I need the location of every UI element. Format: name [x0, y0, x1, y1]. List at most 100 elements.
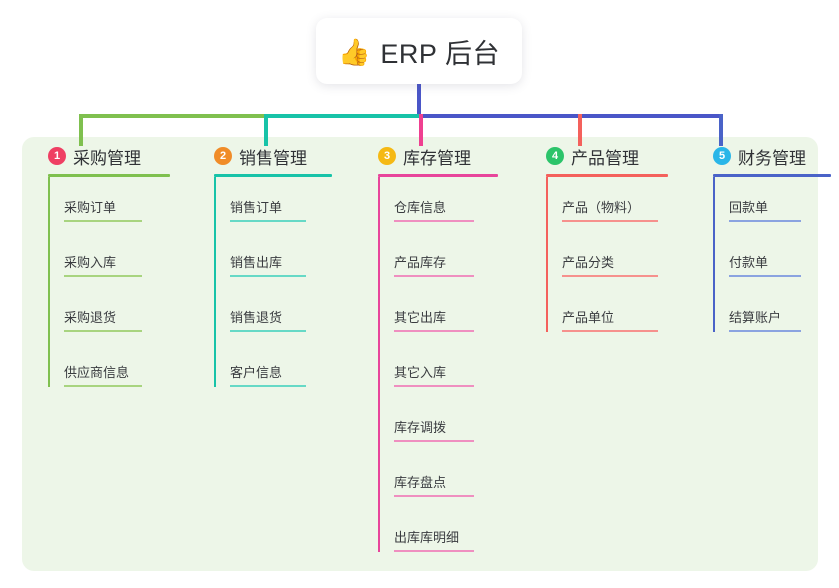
leaf-item[interactable]: 采购退货: [48, 287, 185, 342]
leaf-item-label: 采购入库: [64, 255, 117, 270]
branch-spine: [48, 177, 50, 387]
leaf-item-rule: [394, 495, 474, 497]
leaf-item-label: 销售订单: [230, 200, 283, 215]
branch-header-rule: [48, 174, 170, 177]
leaf-item-rule: [394, 440, 474, 442]
leaf-item-rule: [729, 220, 801, 222]
leaf-item[interactable]: 结算账户: [713, 287, 835, 342]
leaf-item-rule: [64, 220, 142, 222]
branch-title: 财务管理: [738, 148, 806, 168]
leaf-item[interactable]: 销售退货: [214, 287, 351, 342]
leaf-item[interactable]: 供应商信息: [48, 342, 185, 397]
branch-leaf-list: 销售订单销售出库销售退货客户信息: [196, 177, 351, 397]
branch-spine: [214, 177, 216, 387]
leaf-item[interactable]: 销售出库: [214, 232, 351, 287]
drop-connector-3: [419, 114, 423, 146]
branch-number-badge: 2: [214, 147, 232, 165]
branch-title: 产品管理: [571, 148, 639, 168]
leaf-item-rule: [230, 275, 306, 277]
leaf-item[interactable]: 采购入库: [48, 232, 185, 287]
branch-column-4: 4 产品管理产品（物料） 产品分类产品单位: [528, 143, 688, 342]
root-node[interactable]: 👍 ERP 后台: [316, 18, 522, 84]
leaf-item[interactable]: 产品库存: [378, 232, 520, 287]
branch-header-rule: [214, 174, 332, 177]
branch-number-badge: 4: [546, 147, 564, 165]
leaf-item-label: 销售出库: [230, 255, 283, 270]
leaf-item-rule: [394, 385, 474, 387]
leaf-item[interactable]: 付款单: [713, 232, 835, 287]
leaf-item-label: 库存调拨: [394, 420, 447, 435]
leaf-item-label: 出库库明细: [394, 530, 460, 545]
branch-spine: [378, 177, 380, 552]
branch-leaf-list: 仓库信息产品库存其它出库其它入库库存调拨库存盘点出库库明细: [360, 177, 520, 562]
root-node-title: ERP 后台: [380, 38, 500, 69]
drop-connector-5: [719, 114, 723, 146]
leaf-item[interactable]: 销售订单: [214, 177, 351, 232]
branch-header-2[interactable]: 2 销售管理: [196, 143, 351, 169]
leaf-item-label: 结算账户: [729, 310, 782, 325]
leaf-item[interactable]: 库存盘点: [378, 452, 520, 507]
leaf-item-label: 付款单: [729, 255, 769, 270]
leaf-item-label: 客户信息: [230, 365, 283, 380]
leaf-item-label: 产品单位: [562, 310, 615, 325]
leaf-item-rule: [562, 330, 658, 332]
leaf-item-rule: [562, 275, 658, 277]
branch-panel: [22, 137, 818, 571]
branch-spine: [713, 177, 715, 332]
leaf-item-label: 其它出库: [394, 310, 447, 325]
leaf-item[interactable]: 回款单: [713, 177, 835, 232]
branch-number-badge: 1: [48, 147, 66, 165]
trunk-segment-3: [421, 114, 723, 118]
leaf-item-label: 供应商信息: [64, 365, 130, 380]
leaf-item[interactable]: 采购订单: [48, 177, 185, 232]
leaf-item-rule: [729, 330, 801, 332]
leaf-item[interactable]: 出库库明细: [378, 507, 520, 562]
leaf-item[interactable]: 库存调拨: [378, 397, 520, 452]
leaf-item-rule: [230, 330, 306, 332]
leaf-item[interactable]: 产品分类: [546, 232, 688, 287]
leaf-item[interactable]: 仓库信息: [378, 177, 520, 232]
leaf-item[interactable]: 产品（物料）: [546, 177, 688, 232]
branch-column-2: 2 销售管理销售订单销售出库销售退货客户信息: [196, 143, 351, 397]
leaf-item-label: 产品（物料）: [562, 200, 641, 215]
drop-connector-4: [578, 114, 582, 146]
branch-leaf-list: 回款单付款单结算账户: [695, 177, 835, 342]
trunk-segment-1: [79, 114, 266, 118]
branch-header-rule: [713, 174, 831, 177]
branch-number-badge: 3: [378, 147, 396, 165]
leaf-item-label: 采购退货: [64, 310, 117, 325]
leaf-item-rule: [64, 385, 142, 387]
leaf-item[interactable]: 其它入库: [378, 342, 520, 397]
leaf-item-rule: [729, 275, 801, 277]
leaf-item-label: 库存盘点: [394, 475, 447, 490]
branch-leaf-list: 采购订单采购入库采购退货供应商信息: [30, 177, 185, 397]
leaf-item-rule: [230, 385, 306, 387]
drop-connector-2: [264, 114, 268, 146]
trunk-segment-2: [266, 114, 421, 118]
leaf-item-rule: [394, 330, 474, 332]
branch-header-4[interactable]: 4 产品管理: [528, 143, 688, 169]
leaf-item[interactable]: 产品单位: [546, 287, 688, 342]
leaf-item-label: 采购订单: [64, 200, 117, 215]
branch-title: 销售管理: [239, 148, 307, 168]
leaf-item[interactable]: 客户信息: [214, 342, 351, 397]
branch-header-rule: [546, 174, 668, 177]
leaf-item[interactable]: 其它出库: [378, 287, 520, 342]
leaf-item-rule: [394, 275, 474, 277]
leaf-item-rule: [394, 220, 474, 222]
branch-header-rule: [378, 174, 498, 177]
leaf-item-label: 销售退货: [230, 310, 283, 325]
branch-header-3[interactable]: 3 库存管理: [360, 143, 520, 169]
leaf-item-label: 其它入库: [394, 365, 447, 380]
leaf-item-rule: [64, 330, 142, 332]
branch-title: 库存管理: [403, 148, 471, 168]
branch-column-3: 3 库存管理仓库信息产品库存其它出库其它入库库存调拨库存盘点出库库明细: [360, 143, 520, 562]
leaf-item-rule: [394, 550, 474, 552]
leaf-item-rule: [562, 220, 658, 222]
drop-connector-1: [79, 114, 83, 146]
